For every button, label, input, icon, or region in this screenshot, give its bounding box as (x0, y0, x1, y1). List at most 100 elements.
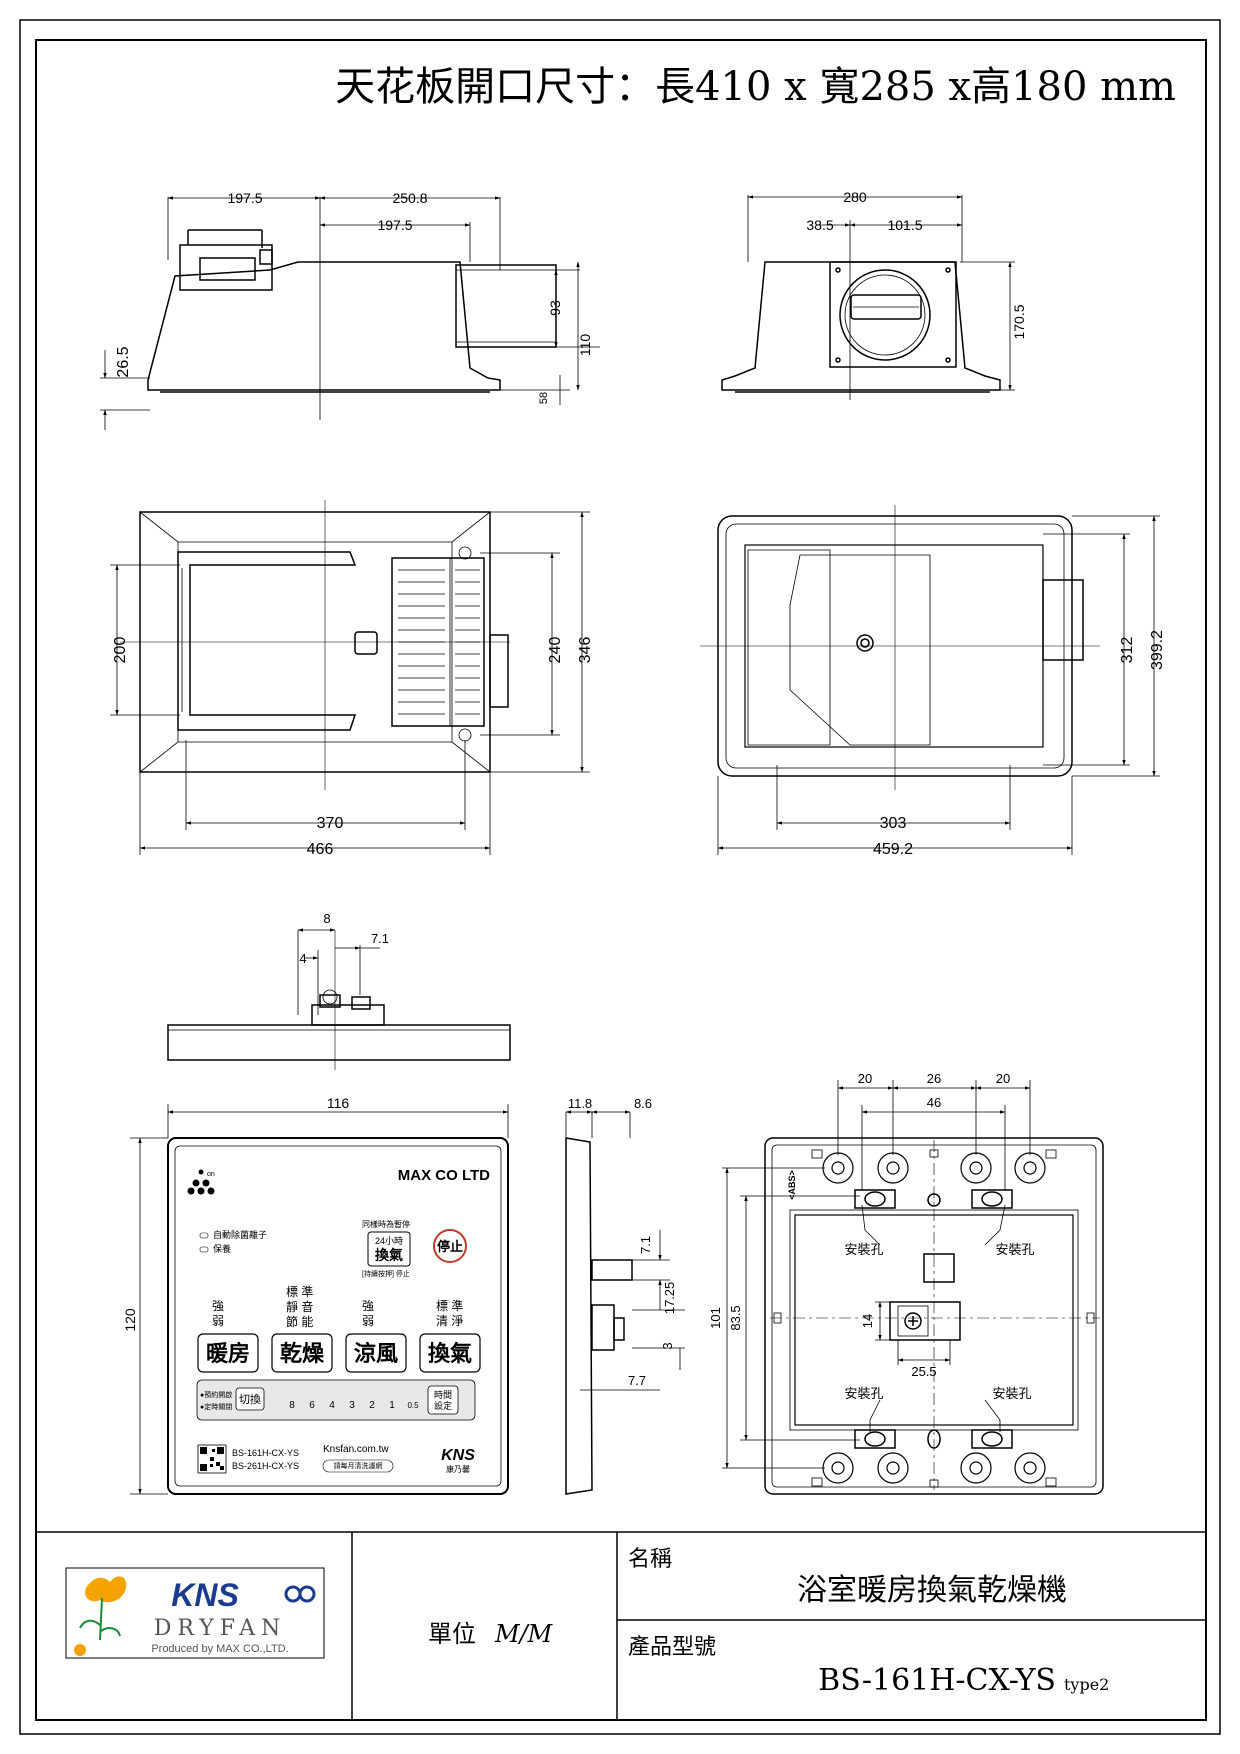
panel-hold-press: [持續按押] 停止 (362, 1269, 410, 1278)
timer-hours: 8 6 4 3 2 1 0.5 (289, 1400, 419, 1411)
switch-button[interactable] (235, 1387, 265, 1411)
h-strong: 強 (212, 1299, 224, 1313)
panel-filter-badge (322, 1459, 394, 1473)
tb-model-value: BS-161H-CX-YS (818, 1663, 1056, 1698)
dim-top-4: 459.2 (873, 841, 913, 858)
d-quiet: 靜 音 (286, 1299, 313, 1314)
panel-kns: KNS (441, 1447, 475, 1464)
dim-side-7: 58 (538, 392, 550, 404)
v-standard: 標 準 (436, 1298, 463, 1313)
heat-label: 暖房 (206, 1341, 250, 1366)
stop-label: 停止 (437, 1239, 463, 1254)
panel-model-1: BS-161H-CX-YS (232, 1448, 299, 1458)
time-set-label-1: 時間 (434, 1390, 452, 1400)
dim-bottom-5: 466 (307, 841, 334, 858)
d-standard: 標 準 (286, 1284, 313, 1299)
dim-side-3: 197.5 (377, 217, 412, 233)
dim-top-3: 303 (880, 815, 907, 832)
side-dim-4: 17.25 (662, 1282, 677, 1315)
panel-model-2: BS-261H-CX-YS (232, 1461, 299, 1471)
cool-button[interactable] (345, 1333, 407, 1373)
hour-6: 6 (309, 1400, 315, 1411)
vent-button[interactable] (419, 1333, 481, 1373)
h-weak: 弱 (212, 1314, 224, 1328)
dim-front-2: 38.5 (806, 217, 833, 233)
side-dim-5: 3 (660, 1342, 675, 1349)
dim-top-2: 399.2 (1149, 630, 1166, 670)
panel-height: 120 (122, 1308, 138, 1332)
outer-border (19, 19, 1221, 1735)
hour-2: 2 (369, 1400, 375, 1411)
dim-bottom-1: 200 (112, 637, 129, 664)
time-set-button[interactable] (427, 1385, 459, 1415)
tb-model-suffix: type2 (1064, 1675, 1109, 1694)
timer-pre: ●預約開啟 (200, 1390, 232, 1399)
mount-abs: <ABS> (787, 1170, 797, 1200)
dim-side-5: 110 (577, 334, 593, 357)
timer-set: ●定時關閉 (200, 1402, 232, 1411)
top-view (700, 505, 1160, 855)
time-set-label-2: 設定 (434, 1400, 452, 1411)
mount-dim-8: 25.5 (911, 1364, 936, 1379)
clip-detail (167, 928, 511, 1070)
title-block (36, 1531, 1206, 1720)
dry-label: 乾燥 (280, 1341, 325, 1366)
dim-front-1: 280 (843, 189, 867, 205)
panel-brand: MAX CO LTD (398, 1167, 490, 1184)
panel-site: Knsfan.com.tw (323, 1444, 389, 1455)
panel-hold-label: 同樣時為暫停 (362, 1219, 410, 1229)
panel-auto-label: 自動除菌離子 (213, 1229, 267, 1240)
v-clean: 清 淨 (436, 1314, 463, 1328)
dim-clip-3: 4 (299, 951, 306, 966)
dry-button[interactable] (271, 1333, 333, 1373)
mount-dim-7: 14 (860, 1314, 875, 1328)
bottom-view (110, 500, 590, 855)
hour-0.5: 0.5 (407, 1401, 419, 1410)
panel-filter: 請每月清洗濾網 (334, 1461, 383, 1470)
side-dim-2: 8.6 (634, 1096, 652, 1111)
tb-logo-prod: Produced by MAX CO.,LTD. (151, 1643, 288, 1655)
vent-24h-hours: 24小時 (375, 1236, 403, 1246)
tb-logo-brand: KNS (171, 1577, 239, 1613)
panel-on-label: on (207, 1171, 215, 1178)
cool-label: 涼風 (354, 1341, 398, 1366)
panel-qr-code (200, 1447, 224, 1471)
c-weak: 弱 (362, 1314, 374, 1328)
dim-side-4: 93 (547, 300, 563, 316)
led-auto (199, 1232, 209, 1239)
tb-unit-value: M/M (494, 1620, 554, 1648)
dim-bottom-2: 240 (547, 637, 564, 664)
hour-8: 8 (289, 1400, 295, 1411)
dim-front-3: 101.5 (887, 217, 922, 233)
tb-unit-label: 單位 (428, 1620, 476, 1648)
led-save (199, 1246, 209, 1253)
dim-side-6: 26.5 (115, 346, 132, 377)
mount-hole-4: 安裝孔 (992, 1386, 1031, 1401)
mount-dim-3: 20 (996, 1071, 1010, 1086)
hour-3: 3 (349, 1400, 355, 1411)
stop-button[interactable] (433, 1229, 467, 1263)
inner-border (35, 39, 1207, 1721)
heat-button[interactable] (197, 1333, 259, 1373)
switch-label: 切換 (239, 1393, 261, 1406)
dryfan-logo (74, 1576, 127, 1656)
d-eco: 節 能 (286, 1314, 313, 1329)
dim-side-1: 197.5 (227, 190, 262, 206)
tb-name-value: 浴室暖房換氣乾燥機 (797, 1573, 1067, 1608)
mode-buttons (197, 1333, 481, 1373)
mount-dim-1: 20 (858, 1071, 872, 1086)
panel-width: 116 (327, 1095, 350, 1111)
vent-24h-button[interactable] (367, 1231, 411, 1267)
dim-bottom-4: 370 (317, 815, 344, 832)
dim-front-4: 170.5 (1011, 304, 1027, 339)
vent-24h-label: 換氣 (375, 1247, 403, 1263)
side-dim-6: 7.7 (628, 1373, 646, 1388)
dim-bottom-3: 346 (577, 637, 594, 664)
mount-dim-4: 46 (927, 1095, 941, 1110)
c-strong: 強 (362, 1299, 374, 1313)
tb-logo-infinity (284, 1585, 316, 1603)
mount-hole-1: 安裝孔 (844, 1242, 883, 1257)
tb-model-label: 產品型號 (628, 1635, 716, 1660)
dim-top-1: 312 (1119, 637, 1136, 664)
